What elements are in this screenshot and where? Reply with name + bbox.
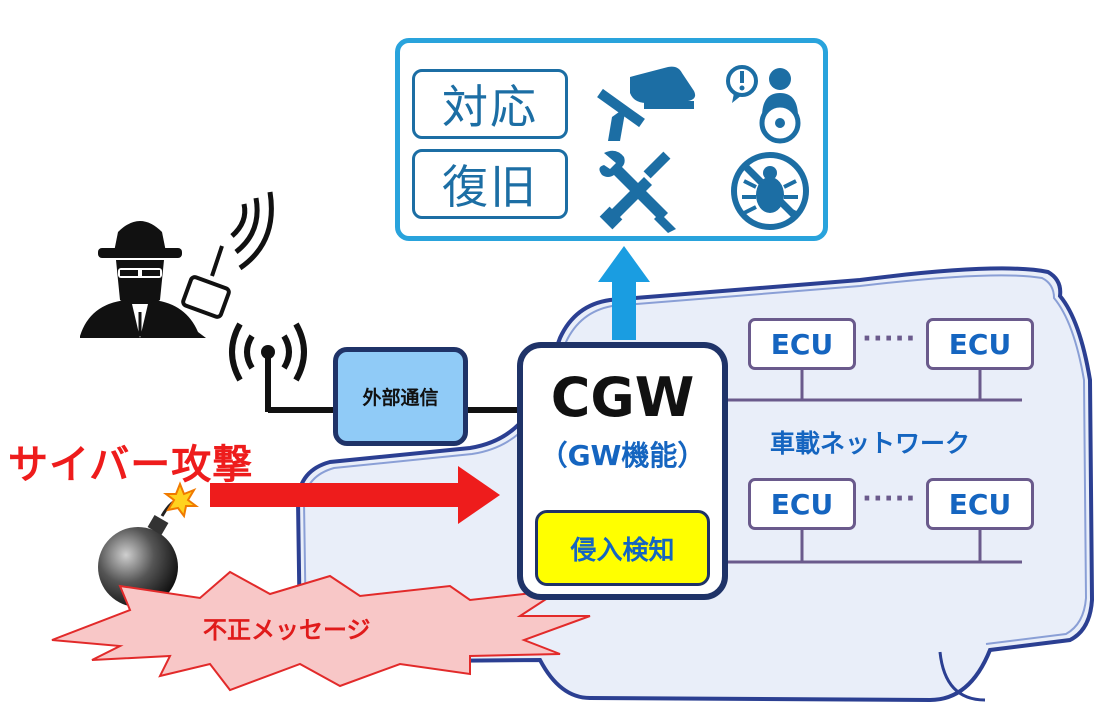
respond-tag: 対応 <box>412 69 568 139</box>
tools-icon <box>599 150 676 233</box>
bomb-icon <box>98 481 199 607</box>
cgw-title: CGW <box>550 366 695 429</box>
cyber-attack-label: サイバー攻撃 <box>8 442 254 488</box>
network-bus-lines <box>728 368 1022 564</box>
illegal-message-label: 不正メッセージ <box>203 616 371 644</box>
escalate-up-arrow <box>598 246 650 340</box>
recover-tag: 復旧 <box>412 149 568 219</box>
cgw-subtitle: （GW機能） <box>539 439 706 472</box>
response-panel: 対応 復旧 <box>395 38 828 241</box>
ecu-ellipsis-top: ····· <box>862 324 917 354</box>
intrusion-detection-box: 侵入検知 <box>535 510 710 586</box>
ecu-box-top-right: ECU <box>926 318 1034 370</box>
no-bug-icon <box>731 152 809 230</box>
antenna-icon <box>229 322 335 413</box>
hacker-icon <box>80 221 206 338</box>
brake-pedal-icon <box>597 66 696 141</box>
cgw-box: CGW （GW機能） 侵入検知 <box>517 342 728 600</box>
illegal-message-burst <box>51 570 591 692</box>
attack-arrow <box>210 466 500 524</box>
in-vehicle-network-label: 車載ネットワーク <box>770 429 971 458</box>
ecu-box-bottom-left: ECU <box>748 478 856 530</box>
radio-device-icon <box>181 191 274 319</box>
external-comm-box: 外部通信 <box>333 347 468 446</box>
ecu-box-bottom-right: ECU <box>926 478 1034 530</box>
ecu-box-top-left: ECU <box>748 318 856 370</box>
driver-alert-icon <box>726 65 801 144</box>
ecu-ellipsis-bottom: ····· <box>862 484 917 514</box>
